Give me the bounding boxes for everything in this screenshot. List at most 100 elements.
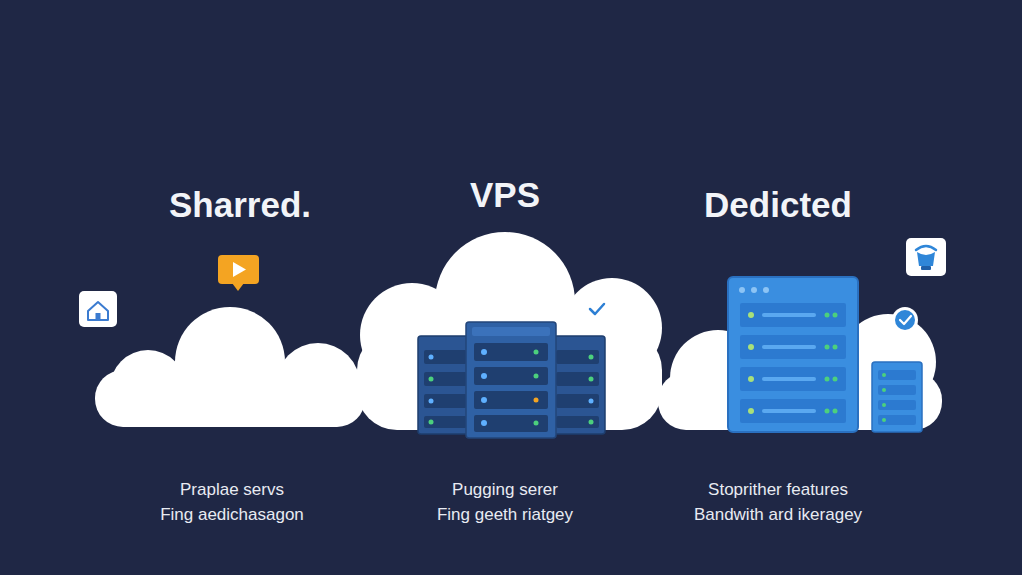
- small-server: [872, 362, 922, 432]
- vps-server-rack: [474, 367, 548, 385]
- vps-server-rack: [556, 372, 599, 386]
- settings-icon: [916, 246, 936, 250]
- column-title: Sharred.: [169, 185, 311, 225]
- dedicated-server: [762, 377, 816, 381]
- vps-server-rack: [429, 355, 434, 360]
- vps-server-rack: [534, 398, 539, 403]
- dedicated-server: [739, 287, 745, 293]
- dedicated-server: [748, 344, 754, 350]
- vps-server-rack: [424, 372, 467, 386]
- house-icon: [88, 302, 108, 320]
- column-title: VPS: [470, 175, 540, 215]
- small-server: [878, 385, 916, 395]
- vps-server-rack: [481, 420, 487, 426]
- vps-server-rack: [429, 377, 434, 382]
- check-circle-icon: [892, 307, 918, 333]
- vps-server-rack: [424, 394, 467, 408]
- check-bubble-icon: [590, 320, 598, 326]
- dedicated-server: [728, 277, 858, 432]
- vps-server-rack: [424, 350, 467, 364]
- column-title: Dedicted: [704, 185, 852, 225]
- dedicated-server: [762, 313, 816, 317]
- vps-server-rack: [418, 322, 605, 438]
- house-icon: [96, 313, 101, 320]
- shared-cloud: [95, 307, 365, 427]
- small-server: [882, 388, 886, 392]
- dedicated-server: [833, 313, 838, 318]
- vps-server-rack: [474, 415, 548, 432]
- vps-server-rack: [474, 343, 548, 361]
- vps-server-rack: [589, 399, 594, 404]
- vps-server-rack: [474, 391, 548, 409]
- vps-server-rack: [466, 322, 556, 438]
- house-icon: [79, 291, 117, 327]
- settings-icon: [917, 252, 935, 266]
- house-icon: [79, 291, 117, 327]
- check-circle-icon: [900, 316, 911, 324]
- settings-icon: [906, 238, 946, 276]
- settings-icon: [921, 266, 931, 270]
- small-server: [878, 400, 916, 410]
- small-server: [878, 415, 916, 425]
- dedicated-server: [751, 287, 757, 293]
- vps-server-rack: [424, 416, 467, 428]
- dedicated-server: [762, 409, 816, 413]
- dedicated-server: [748, 408, 754, 414]
- vps-server-rack: [481, 397, 487, 403]
- caption-line: Fing geeth riatgey: [437, 505, 573, 525]
- dedicated-server: [825, 345, 830, 350]
- vps-server-rack: [534, 374, 539, 379]
- vps-server-rack: [550, 336, 605, 434]
- caption-line: Fing aedichasagon: [160, 505, 304, 525]
- dedicated-server: [833, 345, 838, 350]
- caption-line: Praplae servs: [180, 480, 284, 500]
- vps-server-rack: [429, 399, 434, 404]
- caption-line: Stoprither features: [708, 480, 848, 500]
- vps-server-rack: [481, 349, 487, 355]
- check-bubble-icon: [583, 297, 611, 321]
- check-bubble-icon: [590, 304, 604, 314]
- small-server: [882, 373, 886, 377]
- vps-server-rack: [589, 420, 594, 425]
- dedicated-server: [740, 367, 846, 391]
- caption-line: Pugging serer: [452, 480, 558, 500]
- small-server: [882, 403, 886, 407]
- dedicated-server: [825, 313, 830, 318]
- check-circle-icon: [892, 307, 918, 333]
- check-bubble-icon: [583, 297, 611, 326]
- dedicated-server: [762, 345, 816, 349]
- vps-server-rack: [556, 416, 599, 428]
- dedicated-server: [748, 312, 754, 318]
- vps-server-rack: [589, 377, 594, 382]
- shared-cloud: [95, 370, 365, 427]
- play-bubble-icon: [218, 255, 259, 291]
- play-bubble-icon: [218, 255, 259, 284]
- vps-server-rack: [556, 394, 599, 408]
- small-server: [882, 418, 886, 422]
- vps-server-rack: [589, 355, 594, 360]
- vps-server-rack: [481, 373, 487, 379]
- small-server: [878, 370, 916, 380]
- vps-server-rack: [429, 420, 434, 425]
- caption-line: Bandwith ard ikeragey: [694, 505, 862, 525]
- check-circle-icon: [895, 310, 915, 330]
- dedicated-server: [825, 409, 830, 414]
- vps-server-rack: [472, 327, 550, 336]
- vps-server-rack: [534, 421, 539, 426]
- vps-server-rack: [556, 350, 599, 364]
- settings-icon: [906, 238, 946, 276]
- dedicated-server: [763, 287, 769, 293]
- dedicated-server: [728, 277, 858, 432]
- vps-cloud: [357, 232, 662, 430]
- dedicated-server: [833, 377, 838, 382]
- small-server: [872, 362, 922, 432]
- dedicated-server: [825, 377, 830, 382]
- dedicated-server: [740, 399, 846, 423]
- dedicated-server: [740, 303, 846, 327]
- play-bubble-icon: [232, 283, 244, 291]
- dedicated-server: [748, 376, 754, 382]
- play-bubble-icon: [233, 262, 246, 277]
